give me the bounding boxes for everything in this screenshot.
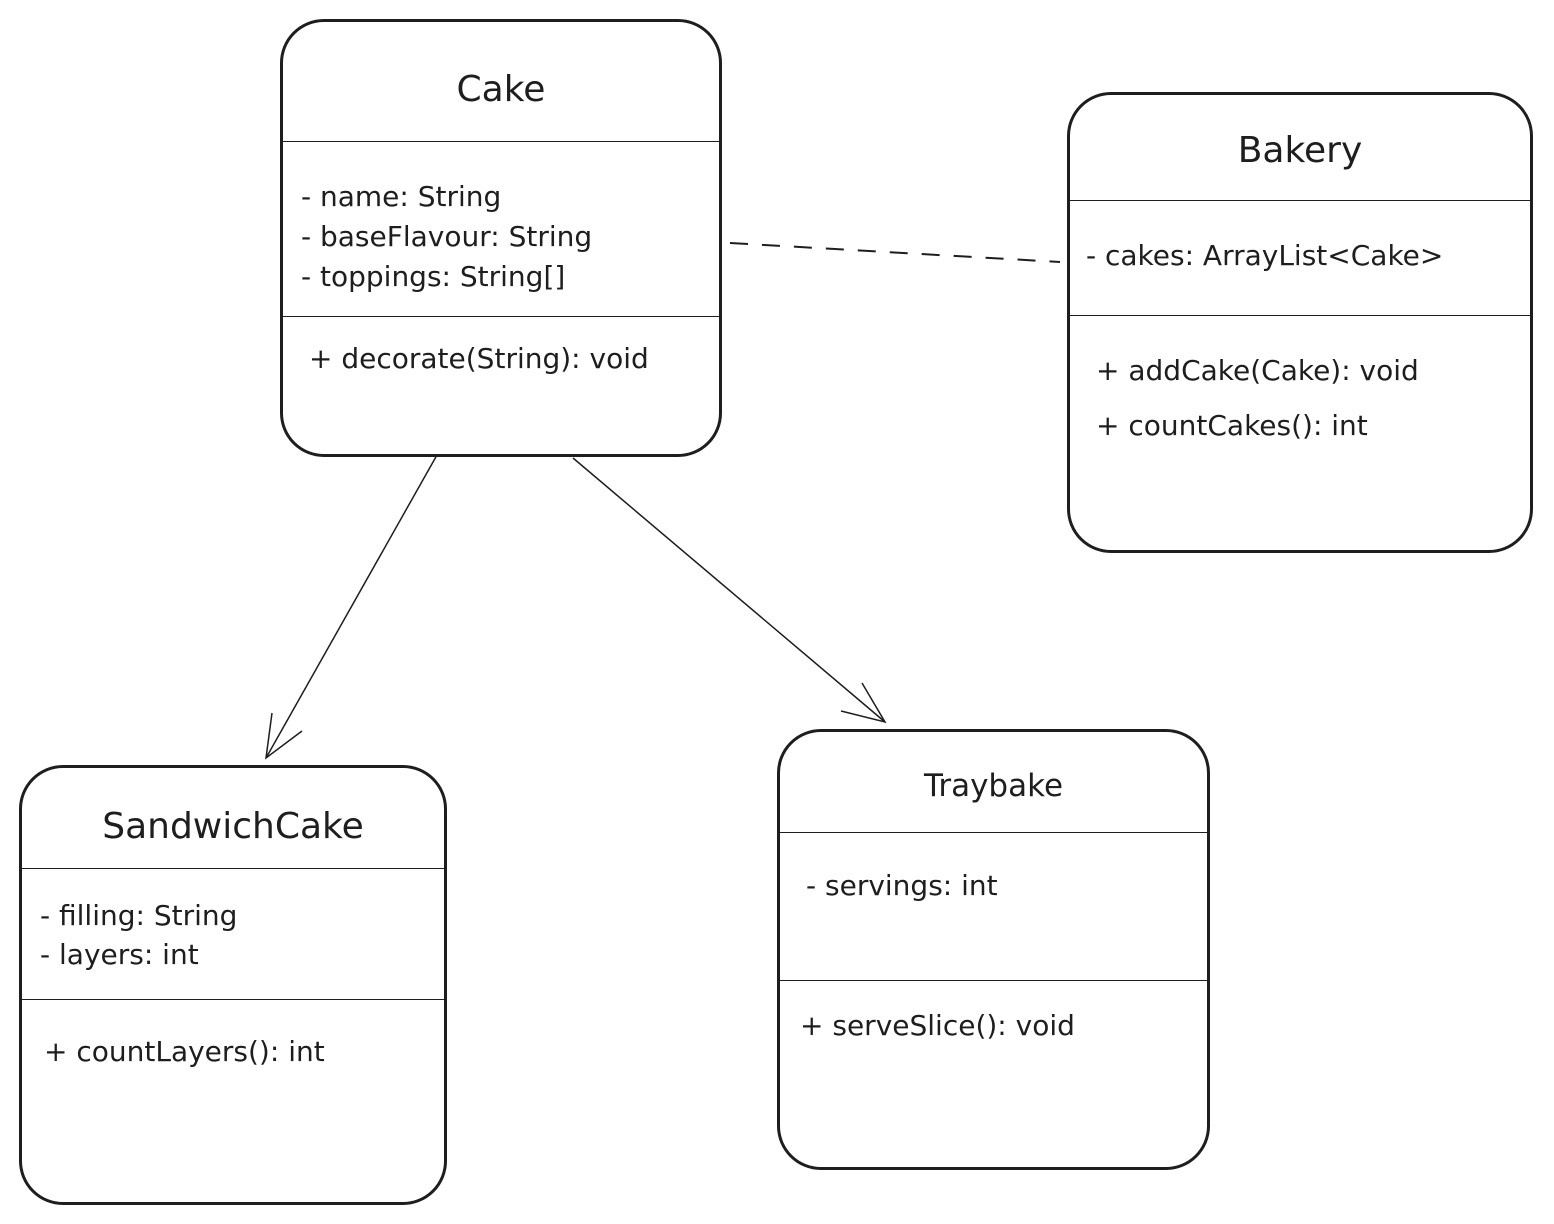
inheritance-cake-traybake (572, 457, 886, 723)
class-name-traybake: Traybake (923, 768, 1064, 804)
inheritance-cake-sandwichcake (265, 454, 438, 759)
divider (780, 980, 1207, 981)
method-addcake: + addCake(Cake): void (1096, 354, 1419, 387)
attribute-layers: - layers: int (40, 938, 199, 971)
arrowhead-sandwichcake (265, 712, 303, 760)
divider (1070, 315, 1530, 316)
method-countcakes: + countCakes(): int (1096, 409, 1368, 442)
attribute-toppings: - toppings: String[] (301, 260, 566, 293)
class-name-cake: Cake (456, 69, 546, 110)
class-bakery[interactable]: Bakery - cakes: ArrayList<Cake> + addCak… (1067, 92, 1533, 553)
method-decorate: + decorate(String): void (309, 342, 649, 375)
divider (780, 832, 1207, 833)
divider (22, 999, 444, 1000)
divider (1070, 200, 1530, 201)
class-cake[interactable]: Cake - name: String - baseFlavour: Strin… (280, 19, 722, 457)
method-serveslice: + serveSlice(): void (800, 1009, 1075, 1042)
attribute-filling: - filling: String (40, 899, 238, 932)
class-name-bakery: Bakery (1237, 130, 1363, 171)
attribute-baseflavour: - baseFlavour: String (301, 220, 593, 253)
arrowhead-traybake (840, 682, 887, 724)
attribute-name: - name: String (301, 180, 502, 213)
divider (22, 868, 444, 869)
divider (283, 316, 719, 317)
class-name-sandwichcake: SandwichCake (102, 806, 364, 847)
class-traybake[interactable]: Traybake - servings: int + serveSlice():… (777, 729, 1210, 1170)
class-sandwichcake[interactable]: SandwichCake - filling: String - layers:… (19, 765, 447, 1205)
method-countlayers: + countLayers(): int (44, 1035, 325, 1068)
association-cake-bakery (729, 242, 1061, 263)
divider (283, 141, 719, 142)
attribute-cakes: - cakes: ArrayList<Cake> (1086, 239, 1444, 272)
attribute-servings: - servings: int (806, 869, 998, 902)
